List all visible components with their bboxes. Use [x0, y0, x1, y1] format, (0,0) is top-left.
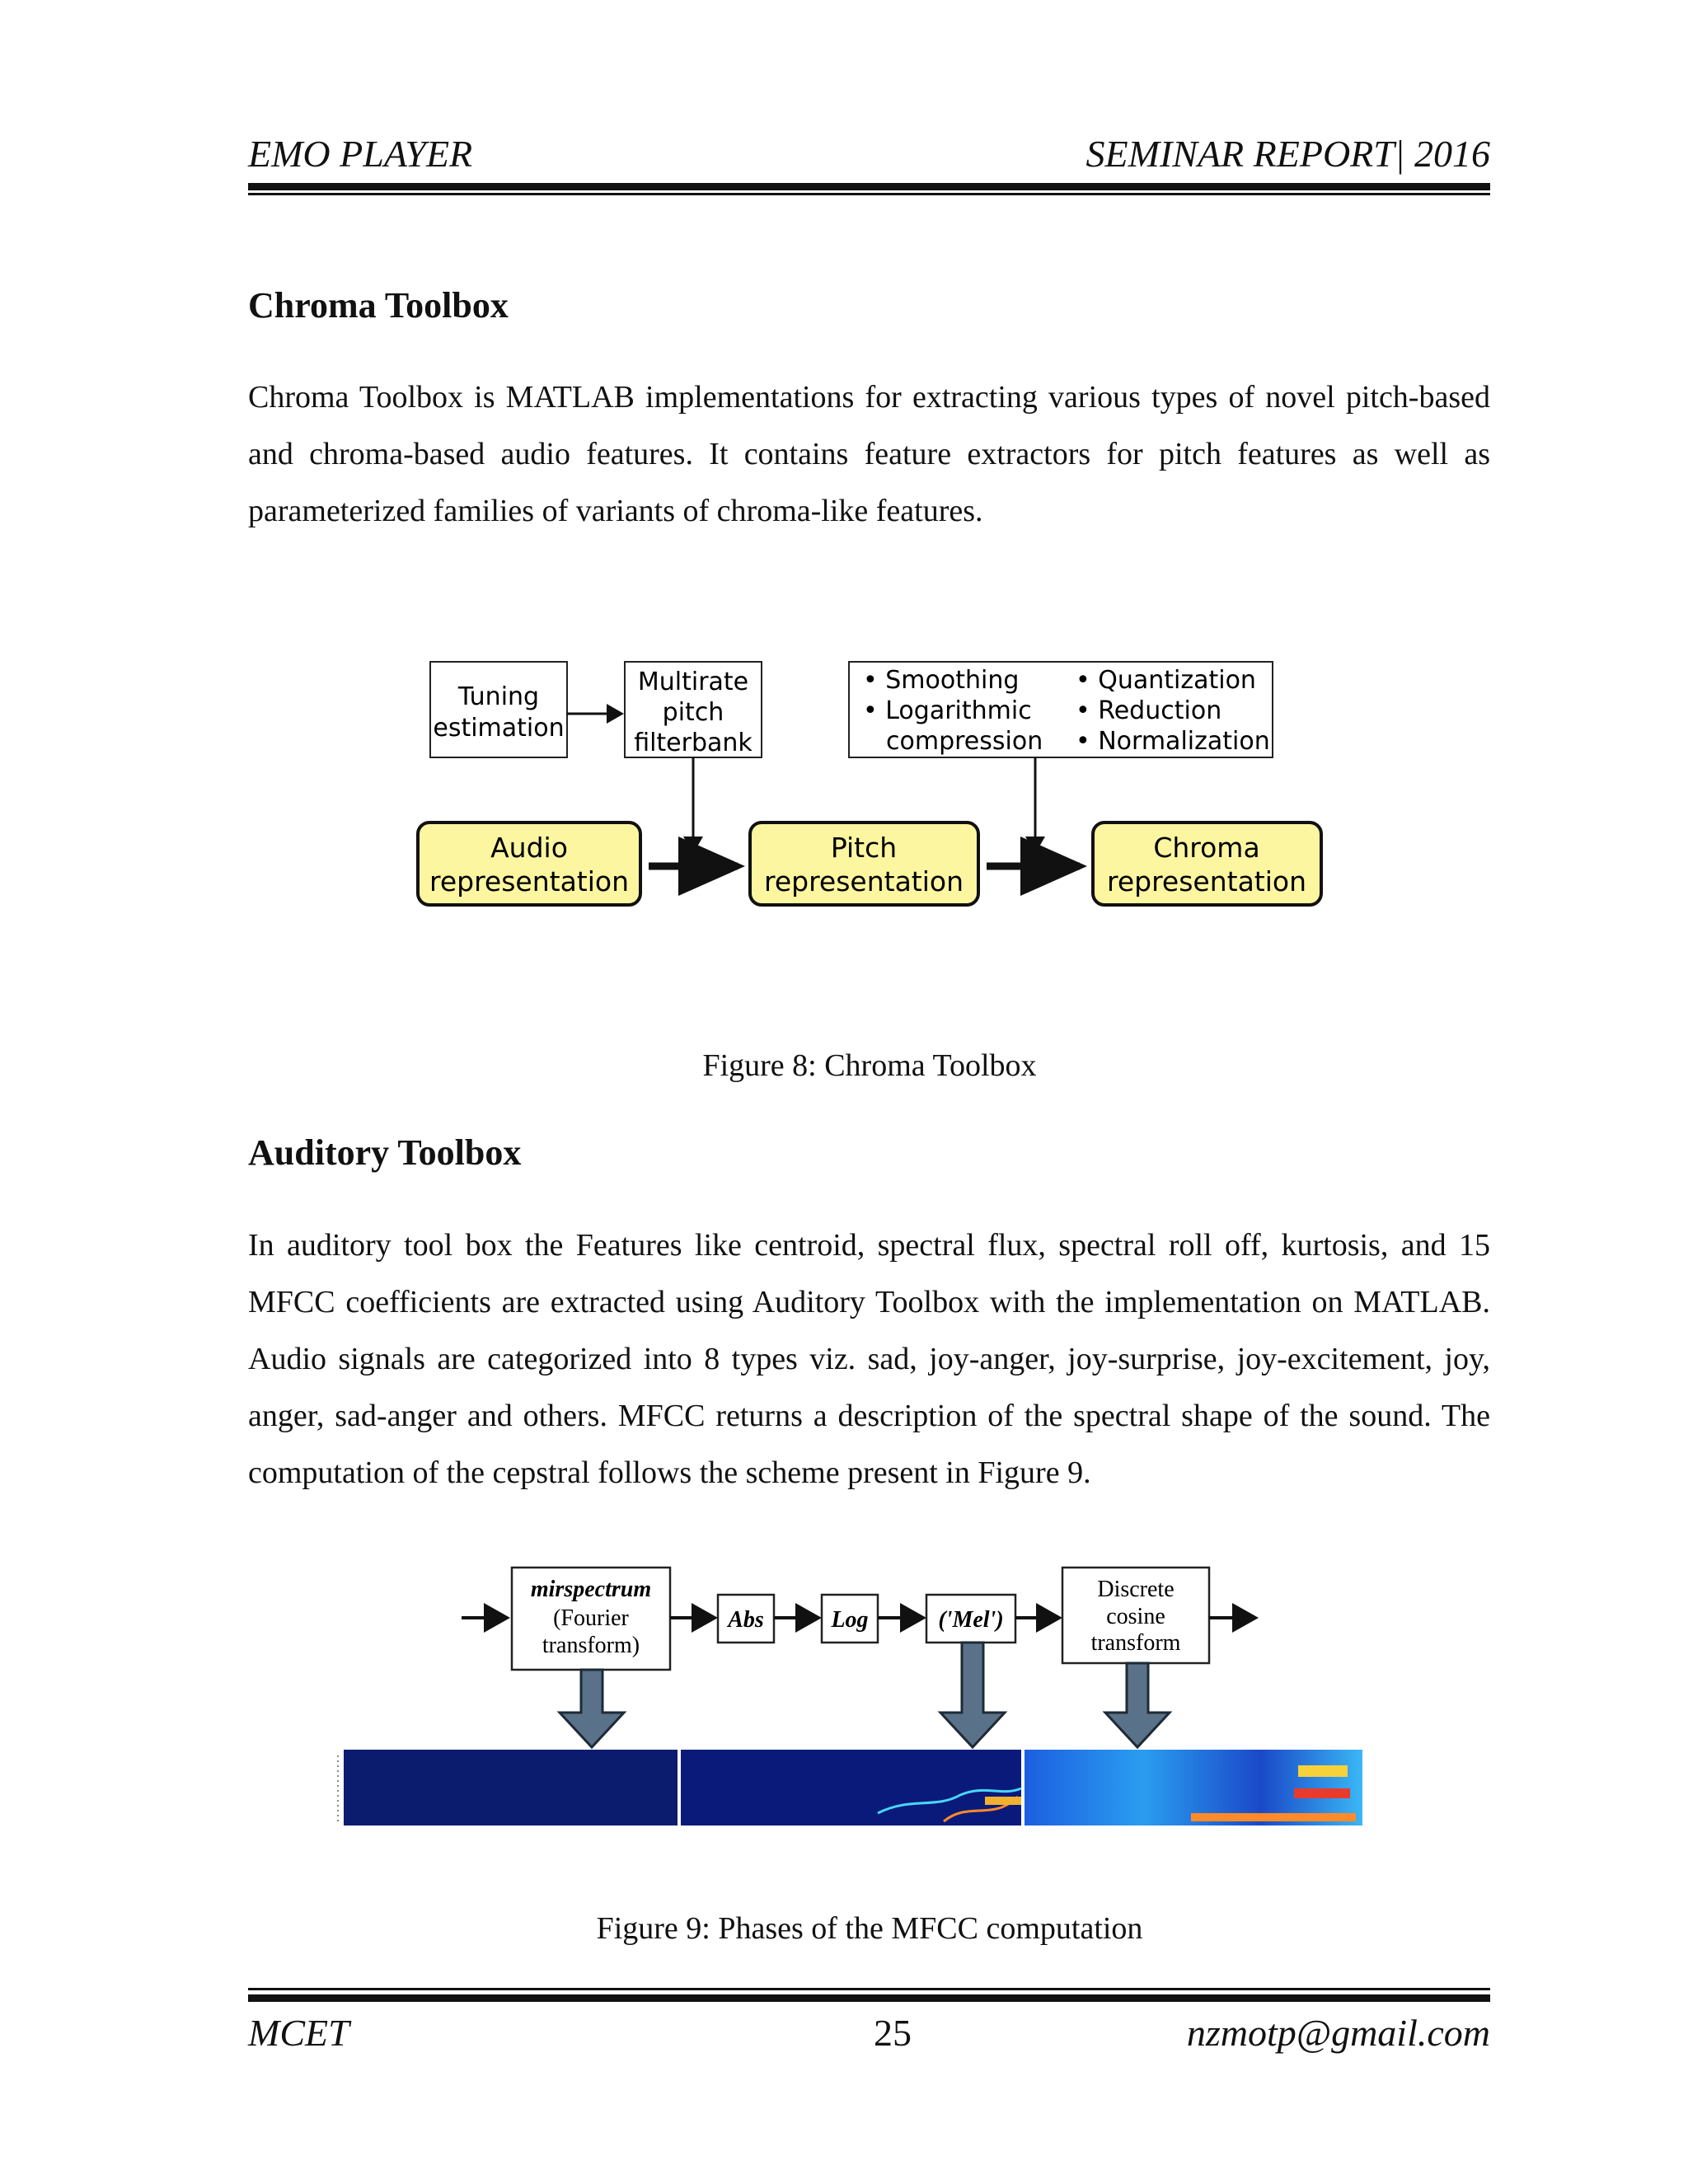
dct-line-2: cosine — [1106, 1604, 1165, 1629]
footer-page-number: 25 — [874, 2012, 912, 2054]
mirspectrum-line-1: mirspectrum — [531, 1577, 651, 1602]
filterbank-line-3: filterbank — [634, 729, 753, 757]
spectrogram-strip — [337, 1750, 1362, 1825]
filterbank-box: Multirate pitch filterbank — [624, 661, 762, 758]
section-heading-chroma: Chroma Toolbox — [248, 285, 509, 326]
header-rule-thin — [248, 193, 1490, 195]
paragraph-chroma: Chroma Toolbox is MATLAB implementations… — [248, 380, 1490, 528]
dct-line-1: Discrete — [1097, 1577, 1174, 1602]
log-box: Log — [820, 1593, 879, 1644]
tuning-line-2: estimation — [433, 714, 564, 743]
header-title: EMO PLAYER — [248, 133, 473, 175]
figure-9-caption: Figure 9: Phases of the MFCC computation — [596, 1911, 1143, 1946]
abs-label: Abs — [726, 1607, 764, 1633]
pitch-representation-box: Pitch representation — [748, 821, 980, 907]
tuning-line-1: Tuning — [457, 682, 539, 711]
mirspectrum-line-2: (Fourier — [553, 1605, 629, 1631]
audio-representation-box: Audio representation — [416, 821, 642, 907]
spectrogram-panel-cepstrum — [1025, 1750, 1362, 1825]
paragraph-auditory: In auditory tool box the Features like c… — [248, 1228, 1490, 1490]
header-rule-thick — [248, 183, 1490, 190]
option-quantization: • Quantization — [1076, 666, 1256, 695]
filterbank-line-2: pitch — [663, 698, 724, 727]
option-logarithmic: • Logarithmic — [863, 696, 1032, 725]
mel-box: ('Mel') — [925, 1593, 1017, 1644]
footer-email: nzmotp@gmail.com — [1186, 2012, 1490, 2054]
spectrogram-panel-spectrum — [344, 1750, 678, 1825]
log-label: Log — [830, 1607, 868, 1633]
option-smoothing: • Smoothing — [863, 666, 1019, 695]
tuning-estimation-box: Tuning estimation — [429, 661, 568, 758]
option-compression: compression — [886, 727, 1043, 756]
footer-college: MCET — [248, 2012, 349, 2054]
mirspectrum-line-3: transform) — [542, 1633, 640, 1658]
figure-8-caption: Figure 8: Chroma Toolbox — [702, 1048, 1037, 1083]
chroma-representation-box: Chroma representation — [1091, 821, 1323, 907]
figure-9-diagram: mirspectrum (Fourier transform) Abs Log … — [337, 1566, 1362, 1825]
figure-8-diagram: Tuning estimation Multirate pitch filter… — [416, 661, 1323, 907]
down-arrow-mel — [937, 1641, 1008, 1750]
section-heading-auditory: Auditory Toolbox — [248, 1132, 522, 1173]
audio-line-2: representation — [429, 865, 629, 898]
abs-box: Abs — [716, 1593, 776, 1644]
down-arrow-spectrum — [556, 1668, 627, 1750]
mel-label: ('Mel') — [938, 1607, 1003, 1633]
dct-box: Discrete cosine transform — [1061, 1566, 1211, 1665]
down-arrow-dct — [1102, 1661, 1173, 1750]
dct-line-3: transform — [1091, 1630, 1181, 1656]
audio-line-1: Audio — [490, 832, 568, 864]
chroma-line-1: Chroma — [1153, 832, 1259, 864]
mirspectrum-box: mirspectrum (Fourier transform) — [510, 1566, 672, 1671]
options-box: • Smoothing • Logarithmic compression • … — [848, 661, 1273, 758]
footer-rule-thick — [248, 1994, 1490, 2002]
chroma-line-2: representation — [1107, 865, 1306, 898]
filterbank-line-1: Multirate — [638, 668, 748, 696]
pitch-line-1: Pitch — [831, 832, 897, 864]
option-normalization: • Normalization — [1076, 727, 1270, 756]
header-report: SEMINAR REPORT| 2016 — [1085, 133, 1490, 175]
footer-rule-thin — [248, 1988, 1490, 1990]
spectrogram-panel-mel — [681, 1750, 1021, 1825]
option-reduction: • Reduction — [1076, 696, 1221, 725]
pitch-line-2: representation — [764, 865, 964, 898]
